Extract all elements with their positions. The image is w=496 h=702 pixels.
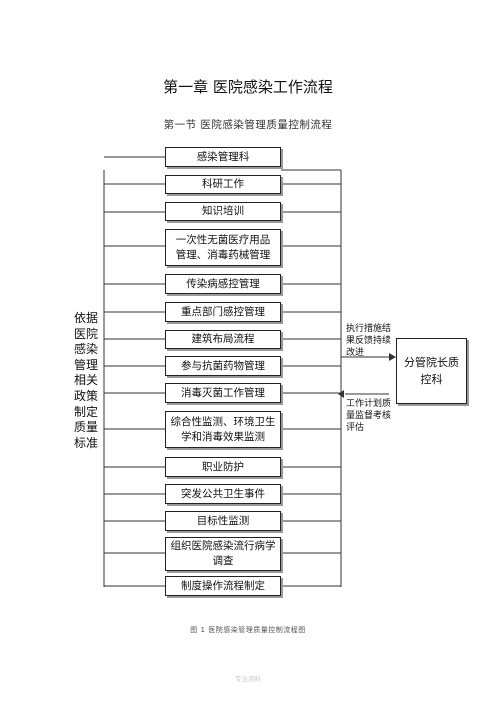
box-public-health-emergency: 突发公共卫生事件 xyxy=(165,484,281,504)
box-infection-management-dept: 感染管理科 xyxy=(165,147,281,167)
box-comprehensive-monitoring: 综合性监测、环境卫生学和消毒效果监测 xyxy=(165,411,281,448)
box-disposable-supplies: 一次性无菌医疗用品管理、消毒药械管理 xyxy=(165,229,281,266)
box-infectious-disease-control: 传染病感控管理 xyxy=(165,274,281,294)
box-key-department-control: 重点部门感控管理 xyxy=(165,302,281,322)
arrow-head-right xyxy=(389,353,396,361)
box-building-layout: 建筑布局流程 xyxy=(165,330,281,349)
box-knowledge-training: 知识培训 xyxy=(165,202,281,221)
watermark-text: 专业资料 xyxy=(235,675,261,683)
feedback-label: 执行措施结果反馈持续改进 xyxy=(346,324,392,358)
box-antimicrobial-management: 参与抗菌药物管理 xyxy=(165,356,281,376)
chapter-title: 第一章 医院感染工作流程 xyxy=(163,78,333,96)
right-rungs xyxy=(281,169,341,587)
left-rungs xyxy=(104,156,165,587)
evaluation-label: 工作计划质量监督考核评估 xyxy=(346,399,392,433)
box-targeted-monitoring: 目标性监测 xyxy=(165,511,281,531)
box-research-work: 科研工作 xyxy=(165,175,281,194)
box-sterilization-management: 消毒灭菌工作管理 xyxy=(165,383,281,403)
box-procedure-formulation: 制度操作流程制定 xyxy=(165,576,281,596)
box-occupational-protection: 职业防护 xyxy=(165,457,281,477)
figure-caption: 图 1 医院感染管理质量控制流程图 xyxy=(190,626,306,634)
box-epidemiological-investigation: 组织医院感染流行病学调查 xyxy=(165,537,281,571)
arrow-head-left xyxy=(338,390,344,398)
box-vice-president-qc: 分管院长质控科 xyxy=(396,338,467,404)
left-basis-label: 依据医院感染管理相关政策制定质量标准 xyxy=(73,311,98,450)
section-title: 第一节 医院感染管理质量控制流程 xyxy=(163,119,333,131)
